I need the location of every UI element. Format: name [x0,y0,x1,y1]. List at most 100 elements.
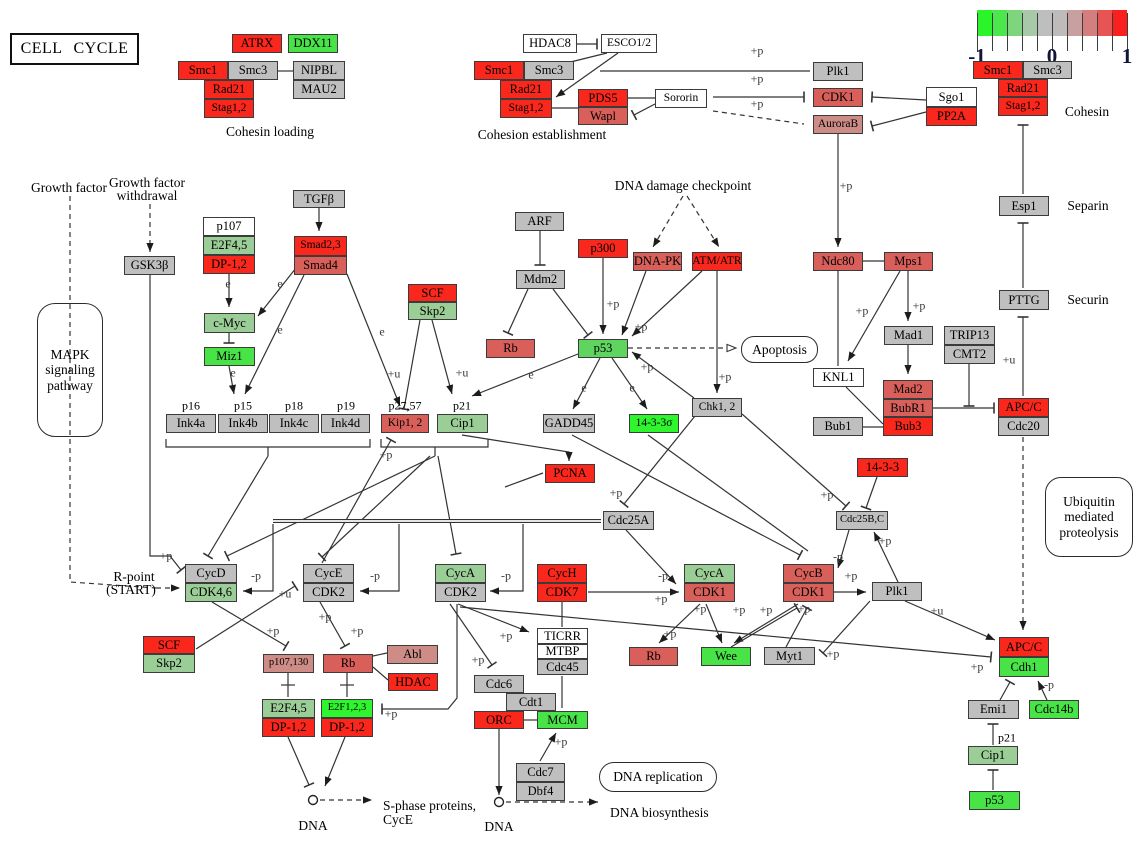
node-cdk7[interactable]: CDK7 [537,583,587,602]
node-rb-b[interactable]: Rb [323,654,373,673]
node-tgfb[interactable]: TGFβ [293,190,345,208]
node-scf-b[interactable]: SCF [143,636,195,654]
node-trip13[interactable]: TRIP13 [944,326,995,345]
node-cdc6[interactable]: Cdc6 [474,675,524,693]
node-stag12-c[interactable]: Stag1,2 [998,97,1048,116]
node-cyce[interactable]: CycE [303,564,354,583]
compartment-dna-replication[interactable]: DNA replication [599,762,717,792]
node-cdk1-a[interactable]: CDK1 [813,88,863,107]
node-cdh1[interactable]: Cdh1 [999,657,1049,677]
node-rb-c[interactable]: Rb [629,647,678,666]
node-abl[interactable]: Abl [387,645,438,664]
node-aurorab[interactable]: AuroraB [813,115,863,134]
node-stag12-a[interactable]: Stag1,2 [204,99,254,118]
node-smc1-b[interactable]: Smc1 [474,61,524,80]
node-hdac8[interactable]: HDAC8 [523,34,577,53]
node-cdc25a[interactable]: Cdc25A [603,511,654,530]
node-scf-a[interactable]: SCF [408,284,457,302]
node-plk1-b[interactable]: Plk1 [872,582,922,601]
node-cdc25bc[interactable]: Cdc25B,C [836,511,888,530]
node-cdk1-c[interactable]: CDK1 [783,583,834,602]
node-ink4b[interactable]: Ink4b [218,414,268,433]
node-sgo1[interactable]: Sgo1 [926,87,977,107]
node-p300[interactable]: p300 [578,239,628,258]
node-e2f45-a[interactable]: E2F4,5 [203,236,255,255]
node-cip1-a[interactable]: Cip1 [437,414,488,433]
node-ddx11[interactable]: DDX11 [288,34,338,53]
node-e2f123[interactable]: E2F1,2,3 [321,699,373,718]
node-bubr1[interactable]: BubR1 [883,399,933,417]
node-gsk3b[interactable]: GSK3β [124,256,175,275]
node-ink4a[interactable]: Ink4a [166,414,216,433]
node-ndc80[interactable]: Ndc80 [813,252,863,271]
node-mad1[interactable]: Mad1 [884,326,933,345]
node-mps1[interactable]: Mps1 [884,252,933,271]
node-bub3[interactable]: Bub3 [883,417,933,436]
node-cdk2-a[interactable]: CDK2 [303,583,354,602]
node-ink4d[interactable]: Ink4d [321,414,370,433]
node-cdc45[interactable]: Cdc45 [537,659,588,675]
node-dp12-a[interactable]: DP-1,2 [203,255,255,274]
node-esco12[interactable]: ESCO1/2 [601,34,657,53]
node-mad2[interactable]: Mad2 [883,380,933,399]
node-sororin[interactable]: Sororin [655,89,707,108]
node-knl1[interactable]: KNL1 [813,368,864,387]
node-rad21-a[interactable]: Rad21 [204,80,254,99]
compartment-apoptosis[interactable]: Apoptosis [741,336,818,363]
node-cycd[interactable]: CycD [185,564,237,583]
node-hdac[interactable]: HDAC [388,673,438,691]
node-p107[interactable]: p107 [203,217,255,236]
node-dnapk[interactable]: DNA-PK [633,252,682,271]
node-smc3-b[interactable]: Smc3 [524,61,574,80]
node-smad23[interactable]: Smad2,3 [294,236,347,256]
node-atrx[interactable]: ATRX [232,34,282,53]
node-atmatr[interactable]: ATM/ATR [692,252,742,271]
node-cdc14b[interactable]: Cdc14b [1029,700,1079,719]
node-cdk2-b[interactable]: CDK2 [435,583,486,602]
node-p53-b[interactable]: p53 [969,791,1020,810]
node-cmyc[interactable]: c-Myc [204,313,255,333]
node-smc3-c[interactable]: Smc3 [1023,61,1072,79]
node-esp1[interactable]: Esp1 [999,196,1049,216]
node-apcc-a[interactable]: APC/C [998,398,1049,417]
node-rad21-b[interactable]: Rad21 [500,80,552,99]
node-pttg[interactable]: PTTG [999,290,1049,310]
node-mtbp[interactable]: MTBP [537,644,588,659]
node-ink4c[interactable]: Ink4c [269,414,319,433]
node-apcc-b[interactable]: APC/C [999,637,1049,657]
node-gadd45[interactable]: GADD45 [543,414,595,433]
node-p107130[interactable]: p107,130 [263,654,314,673]
node-pcna[interactable]: PCNA [545,464,595,483]
node-cip1-b[interactable]: Cip1 [968,746,1018,765]
node-cdt1[interactable]: Cdt1 [506,693,556,711]
node-p53-a[interactable]: p53 [578,339,628,358]
node-rb-a[interactable]: Rb [486,339,535,358]
node-arf[interactable]: ARF [515,212,564,231]
node-cych[interactable]: CycH [537,564,587,583]
node-chk12[interactable]: Chk1, 2 [692,398,742,417]
node-cdc7[interactable]: Cdc7 [516,763,565,782]
node-skp2-b[interactable]: Skp2 [143,654,195,673]
node-mdm2[interactable]: Mdm2 [516,270,565,289]
node-stag12-b[interactable]: Stag1,2 [500,99,552,118]
node-smc1-c[interactable]: Smc1 [973,61,1023,79]
node-smc1-a[interactable]: Smc1 [178,61,228,80]
node-cdk46[interactable]: CDK4,6 [185,583,237,602]
node-emi1[interactable]: Emi1 [968,700,1019,719]
node-mcm[interactable]: MCM [537,711,588,729]
node-bub1[interactable]: Bub1 [813,417,863,436]
node-smc3-a[interactable]: Smc3 [228,61,278,80]
node-miz1[interactable]: Miz1 [204,347,255,366]
node-mau2[interactable]: MAU2 [293,80,345,99]
node-smad4[interactable]: Smad4 [294,256,347,275]
node-ticrr[interactable]: TICRR [537,628,588,644]
node-wapl[interactable]: Wapl [578,107,628,125]
node-cdk1-b[interactable]: CDK1 [684,583,735,602]
node-plk1-a[interactable]: Plk1 [813,62,863,81]
node-t1433[interactable]: 14-3-3 [857,458,908,477]
node-s1433[interactable]: 14-3-3σ [629,414,679,433]
node-cycb[interactable]: CycB [783,564,834,583]
node-dp12-b[interactable]: DP-1,2 [262,718,315,737]
